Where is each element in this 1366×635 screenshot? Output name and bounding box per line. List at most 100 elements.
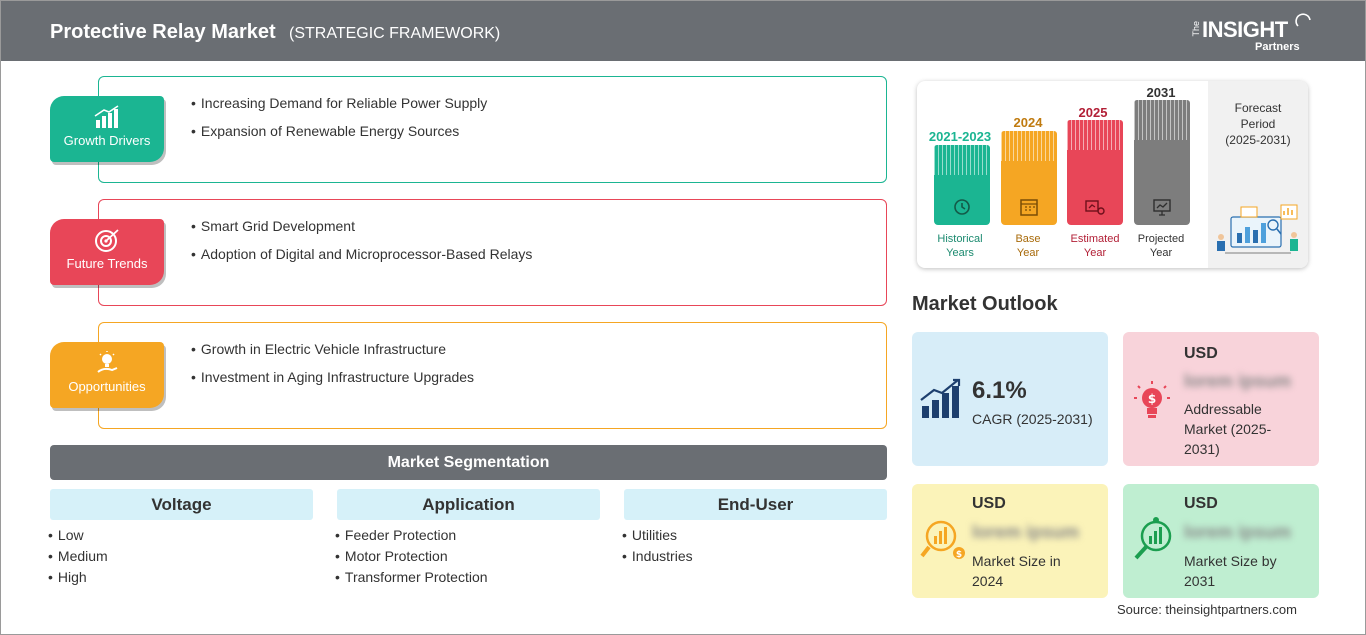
size2031-label: Market Size by 2031 bbox=[1184, 551, 1277, 591]
timeline-bar-projected bbox=[1134, 100, 1190, 225]
opportunities-badge: Opportunities bbox=[50, 342, 164, 408]
cagr-tile: 6.1% CAGR (2025-2031) bbox=[912, 332, 1108, 466]
segment-heading-voltage: Voltage bbox=[50, 489, 313, 520]
label-line: Year bbox=[1149, 247, 1173, 259]
list-item: High bbox=[48, 569, 108, 585]
future-trends-list: Smart Grid Development Adoption of Digit… bbox=[191, 218, 533, 274]
label-line: Year bbox=[1016, 247, 1040, 259]
market-size-2024-tile: $ USD lorem ipsum Market Size in 2024 bbox=[912, 484, 1108, 598]
list-item: Low bbox=[48, 527, 108, 543]
growth-chart-icon bbox=[920, 378, 961, 418]
bar-stripe bbox=[1001, 131, 1057, 161]
label-line: Market (2025- bbox=[1184, 421, 1272, 437]
segment-heading-application: Application bbox=[337, 489, 600, 520]
future-trends-card: Smart Grid Development Adoption of Digit… bbox=[98, 199, 887, 306]
list-item: Industries bbox=[622, 548, 693, 564]
segment-list-application: Feeder Protection Motor Protection Trans… bbox=[335, 527, 488, 590]
timeline-bar-base bbox=[1001, 131, 1057, 225]
timeline-year-projected: 2031 bbox=[1146, 85, 1176, 100]
logo-brand: INSIGHT bbox=[1202, 17, 1288, 42]
label-line: Addressable bbox=[1184, 401, 1262, 417]
history-icon bbox=[954, 199, 970, 215]
growth-drivers-label: Growth Drivers bbox=[63, 133, 151, 148]
magnifier-chart-icon: $ bbox=[920, 520, 965, 560]
list-item: Smart Grid Development bbox=[191, 218, 532, 234]
size2024-value-blurred: lorem ipsum bbox=[972, 522, 1080, 542]
cagr-label: CAGR (2025-2031) bbox=[972, 411, 1093, 427]
addressable-usd: USD bbox=[1184, 345, 1218, 362]
source-credit: Source: theinsightpartners.com bbox=[1117, 602, 1297, 617]
label-line: 2031) bbox=[1184, 441, 1220, 457]
market-size-2031-tile: USD lorem ipsum Market Size by 2031 bbox=[1123, 484, 1319, 598]
list-item: Adoption of Digital and Microprocessor-B… bbox=[191, 246, 533, 262]
page-title: Protective Relay Market bbox=[50, 21, 276, 43]
segment-heading-end-user: End-User bbox=[624, 489, 887, 520]
label-line: Year bbox=[1083, 247, 1107, 259]
timeline-year-estimated: 2025 bbox=[1078, 105, 1108, 120]
bar-stripe bbox=[1134, 100, 1190, 140]
logo-arc-icon bbox=[1295, 13, 1311, 27]
timeline-bar-historical bbox=[934, 145, 990, 225]
size2024-label: Market Size in 2024 bbox=[972, 551, 1061, 591]
growth-drivers-list: Increasing Demand for Reliable Power Sup… bbox=[191, 95, 487, 151]
size2031-value-blurred: lorem ipsum bbox=[1184, 522, 1292, 542]
list-item: Medium bbox=[48, 548, 108, 564]
logo-the: The bbox=[1191, 21, 1201, 37]
estimate-icon bbox=[1085, 200, 1105, 215]
growth-drivers-card: Increasing Demand for Reliable Power Sup… bbox=[98, 76, 887, 183]
list-item: Motor Protection bbox=[335, 548, 488, 564]
header-bar: Protective Relay Market (STRATEGIC FRAME… bbox=[1, 1, 1365, 61]
label-line: Estimated bbox=[1070, 233, 1120, 245]
bar-stripe bbox=[1067, 120, 1123, 150]
timeline-year-historical: 2021-2023 bbox=[928, 129, 992, 144]
label-line: Market Size in bbox=[972, 553, 1061, 569]
list-item: Feeder Protection bbox=[335, 527, 488, 543]
svg-text:$: $ bbox=[1148, 392, 1156, 406]
timeline-year-base: 2024 bbox=[1013, 115, 1043, 130]
page-subtitle: (STRATEGIC FRAMEWORK) bbox=[289, 25, 501, 42]
label-line: Years bbox=[946, 247, 974, 259]
addressable-value-blurred: lorem ipsum bbox=[1184, 371, 1292, 391]
addressable-label: Addressable Market (2025- 2031) bbox=[1184, 399, 1271, 459]
target-icon bbox=[95, 229, 119, 252]
list-item: Utilities bbox=[622, 527, 693, 543]
forecast-period-label: Forecast Period (2025-2031) bbox=[1211, 100, 1305, 148]
label-line: Projected bbox=[1137, 233, 1185, 245]
segment-list-voltage: Low Medium High bbox=[48, 527, 108, 590]
svg-text:$: $ bbox=[956, 550, 962, 560]
forecast-line: Forecast bbox=[1234, 101, 1282, 115]
analyst-dashboard-icon bbox=[1217, 204, 1298, 254]
growth-drivers-badge: Growth Drivers bbox=[50, 96, 164, 162]
label-line: Market Size by bbox=[1184, 553, 1277, 569]
segmentation-title: Market Segmentation bbox=[50, 445, 887, 480]
opportunities-list: Growth in Electric Vehicle Infrastructur… bbox=[191, 341, 474, 397]
timeline-bar-estimated bbox=[1067, 120, 1123, 225]
growth-chart-icon bbox=[94, 105, 119, 128]
label-line: Base bbox=[1015, 233, 1041, 245]
future-trends-label: Future Trends bbox=[66, 256, 148, 271]
size2024-usd: USD bbox=[972, 495, 1006, 512]
bar-stripe bbox=[934, 145, 990, 175]
size2031-usd: USD bbox=[1184, 495, 1218, 512]
list-item: Increasing Demand for Reliable Power Sup… bbox=[191, 95, 487, 111]
opportunities-card: Growth in Electric Vehicle Infrastructur… bbox=[98, 322, 887, 429]
calendar-icon bbox=[1020, 199, 1038, 216]
segment-list-end-user: Utilities Industries bbox=[622, 527, 693, 569]
list-item: Growth in Electric Vehicle Infrastructur… bbox=[191, 341, 474, 357]
addressable-market-tile: $ USD lorem ipsum Addressable Market (20… bbox=[1123, 332, 1319, 466]
lightbulb-hand-icon bbox=[97, 351, 118, 373]
forecast-line: Period bbox=[1240, 117, 1276, 131]
label-line: 2024 bbox=[972, 573, 1004, 589]
list-item: Investment in Aging Infrastructure Upgra… bbox=[191, 369, 474, 385]
insight-partners-logo: The INSIGHT Partners bbox=[1191, 11, 1321, 55]
presentation-icon bbox=[1153, 199, 1171, 216]
list-item: Transformer Protection bbox=[335, 569, 488, 585]
magnifier-chart-icon bbox=[1134, 517, 1172, 560]
opportunities-label: Opportunities bbox=[68, 379, 146, 394]
forecast-line: (2025-2031) bbox=[1225, 133, 1291, 147]
